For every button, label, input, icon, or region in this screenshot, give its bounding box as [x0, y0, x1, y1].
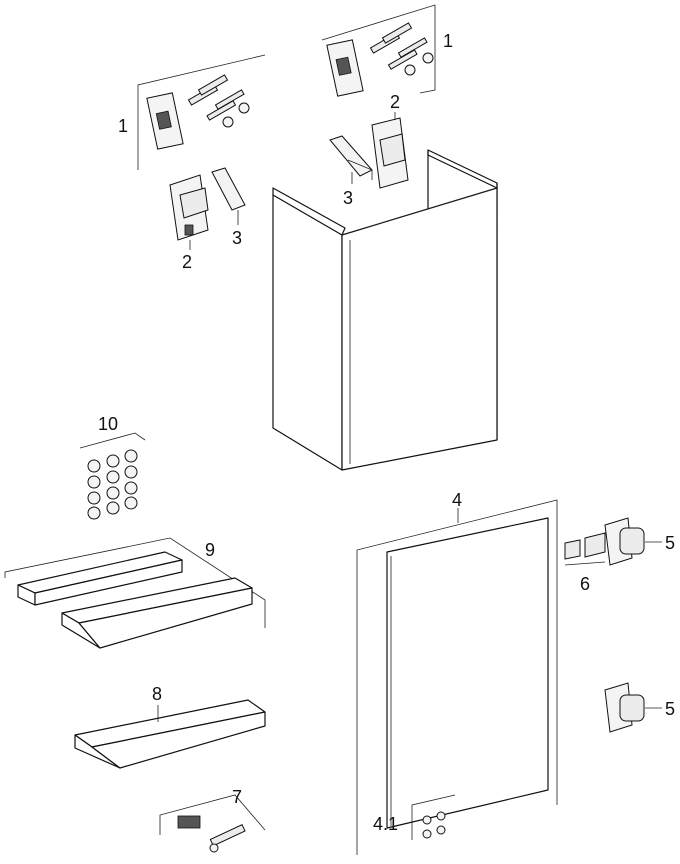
fixing-set-left: 1 [118, 54, 266, 170]
label-shelf-supports: 10 [98, 414, 118, 434]
shelf: 8 [74, 684, 266, 769]
door: 4 [356, 490, 558, 855]
wall-bracket-right: 3 [329, 135, 373, 208]
shelf-supports: 10 [79, 414, 146, 520]
label-fixing-set-left: 1 [118, 116, 128, 136]
shelf-set: 9 [4, 537, 266, 649]
label-push-latch-set: 7 [232, 787, 242, 807]
label-hinge-bracket-left: 2 [182, 252, 192, 272]
cabinet-body [272, 149, 498, 471]
hinge-bracket-left: 2 [169, 174, 209, 272]
push-latch-set: 7 [159, 787, 266, 853]
label-wall-bracket-right: 3 [343, 188, 353, 208]
label-shelf-set: 9 [205, 540, 215, 560]
hinge-bottom: 5 [604, 682, 675, 733]
label-door: 4 [452, 490, 462, 510]
label-hinge-top: 5 [665, 533, 675, 553]
hinge-top: 5 [604, 517, 675, 566]
label-fixing-set-right: 1 [443, 31, 453, 51]
cover-plates: 6 [564, 532, 606, 594]
fixing-set-right: 1 [321, 4, 453, 97]
label-hinge-bracket-right: 2 [390, 92, 400, 112]
label-wall-bracket-left: 3 [232, 228, 242, 248]
wall-bracket-left: 3 [211, 167, 246, 248]
label-hinge-bottom: 5 [665, 699, 675, 719]
label-door-bumpers: 4.1 [373, 814, 398, 834]
door-bumpers: 4.1 [373, 794, 456, 840]
label-cover-plates: 6 [580, 574, 590, 594]
label-shelf: 8 [152, 684, 162, 704]
hinge-bracket-right: 2 [371, 92, 409, 189]
